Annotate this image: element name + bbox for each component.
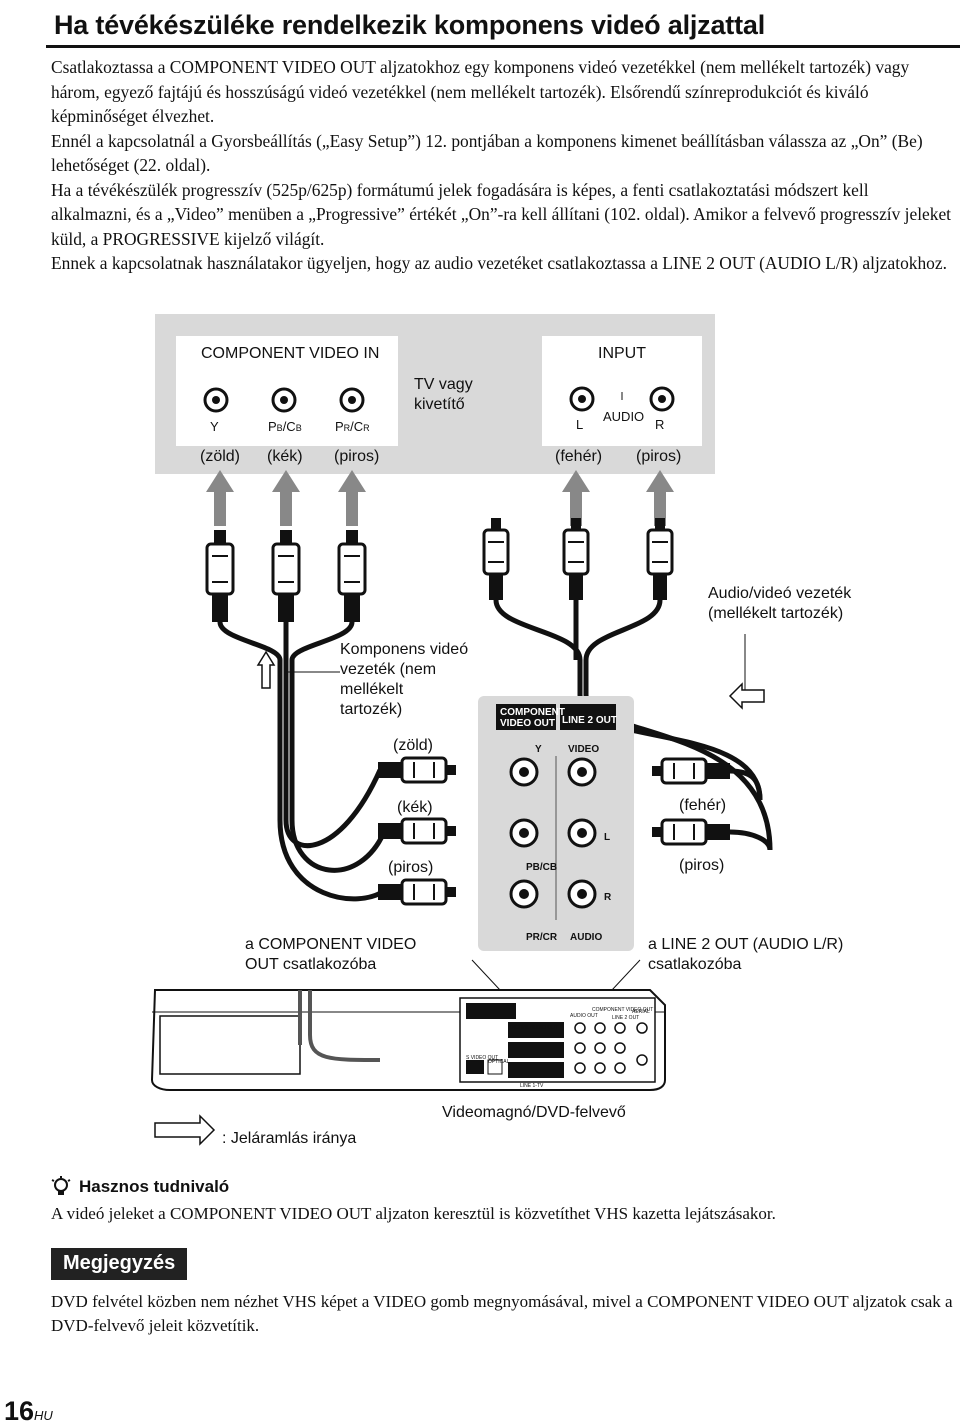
note-section: Megjegyzés DVD felvétel közben nem nézhe… [51,1248,956,1338]
hint-section: Hasznos tudnivaló A videó jeleket a COMP… [51,1176,951,1224]
to-line2-label: a LINE 2 OUT (AUDIO L/R) csatlakozóba [648,936,844,973]
av-cable-label: Audio/videó vezeték (mellékelt tartozék) [708,585,852,622]
hint-title: Hasznos tudnivaló [79,1177,230,1196]
plug-white-label: (fehér) [679,797,727,814]
av-plugs-top [482,518,674,600]
panel-l-label: L [604,832,611,843]
color-red-label-audio: (piros) [636,448,682,465]
panel-audio-label: AUDIO [570,932,603,943]
color-white-label: (fehér) [555,448,603,465]
rear-optical-label: OPTICAL [488,1059,510,1065]
rear-digital-label: DIGITAL AUDIO OUT [510,1025,558,1031]
rear-s-video-label: S VIDEO OUT [466,1055,499,1061]
tv-jack-r [649,386,675,412]
tv-l-label: L [576,417,584,432]
component-cable [217,621,388,902]
signal-flow-label: : Jeláramlás iránya [222,1130,357,1147]
tv-device-label: TV vagy kivetítő [414,376,473,413]
hint-text: A videó jeleket a COMPONENT VIDEO OUT al… [51,1204,776,1223]
rear-aerial-label: AERIAL [632,1009,650,1015]
to-component-label: a COMPONENT VIDEO OUT csatlakozóba [245,936,417,973]
rear-line2-label: LINE 2 OUT [612,1015,640,1021]
component-plugs-top [205,530,367,622]
panel-y-label: Y [535,744,542,755]
panel-r-label: R [604,892,612,903]
panel-component-label: COMPONENT VIDEO OUT [500,707,565,729]
recorder-label: Videomagnó/DVD-felvevő [442,1104,626,1121]
tv-component-title: COMPONENT VIDEO IN [201,345,380,362]
tv-jack-pb [271,387,297,413]
rear-line1-label: LINE 1-TV [520,1083,544,1089]
page-header: Ha tévékészüléke rendelkezik komponens v… [46,6,960,48]
title-rule [46,45,960,48]
rear-audio-out-label: AUDIO OUT [570,1013,598,1019]
tv-jack-l [569,386,595,412]
lightbulb-icon [51,1176,71,1195]
tv-jack-pr [339,387,365,413]
panel-jacks [509,757,597,909]
color-red-label: (piros) [334,448,380,465]
tv-r-label: R [655,417,665,432]
tv-pb-label: PB/CB [268,419,302,434]
connection-diagram: COMPONENT VIDEO IN Y PB/CB PR/CR TV vagy… [0,300,960,1170]
recorder-body [150,989,666,1091]
page-number-suffix: HU [34,1408,53,1423]
plug-red-audio-label: (piros) [679,857,725,874]
component-plugs-side [378,756,456,906]
plug-red-label: (piros) [388,859,434,876]
note-text: DVD felvétel közben nem nézhet VHS képet… [51,1292,953,1335]
panel-pr-label: PR/CR [526,932,558,943]
tv-pr-label: PR/CR [335,419,370,434]
page-title: Ha tévékészüléke rendelkezik komponens v… [54,10,766,40]
tv-input-title: INPUT [598,345,646,362]
intro-text: Csatlakoztassa a COMPONENT VIDEO OUT alj… [51,55,951,276]
intro-paragraph: Ha a tévékészülék progresszív (525p/625p… [51,179,952,249]
intro-paragraph: Csatlakoztassa a COMPONENT VIDEO OUT alj… [51,57,910,126]
panel-pb-label: PB/CB [526,862,558,873]
signal-flow-icon [154,1114,216,1146]
plug-green-label: (zöld) [393,737,434,754]
panel-video-label: VIDEO [568,744,600,755]
color-blue-label: (kék) [267,448,303,465]
intro-paragraph: Ennél a kapcsolatnál a Gyorsbeállítás („… [51,130,923,176]
tv-y-label: Y [210,419,219,434]
up-arrows [206,470,674,526]
page-number-value: 16 [4,1396,35,1426]
note-badge: Megjegyzés [51,1248,188,1280]
color-green-label: (zöld) [200,448,241,465]
audio-plugs-side [652,757,730,846]
flow-arrows [256,650,765,710]
rear-component-label: COMPONENT VIDEO OUT [592,1007,654,1013]
tv-jack-y [203,387,229,413]
rear-line3-label: LINE 3 / DECODER [518,1011,563,1017]
diagram-graphics [150,314,773,1146]
page-number: 16HU [4,1396,53,1427]
intro-paragraph: Ennek a kapcsolatnak használatakor ügyel… [51,253,947,273]
hint-heading: Hasznos tudnivaló [51,1176,951,1198]
tv-input-box [542,336,702,446]
component-cable-label: Komponens videó vezeték (nem mellékelt t… [340,641,469,718]
panel-line2-label: LINE 2 OUT [562,715,618,726]
tv-audio-label: AUDIO [603,409,645,424]
plug-blue-label: (kék) [397,799,433,816]
